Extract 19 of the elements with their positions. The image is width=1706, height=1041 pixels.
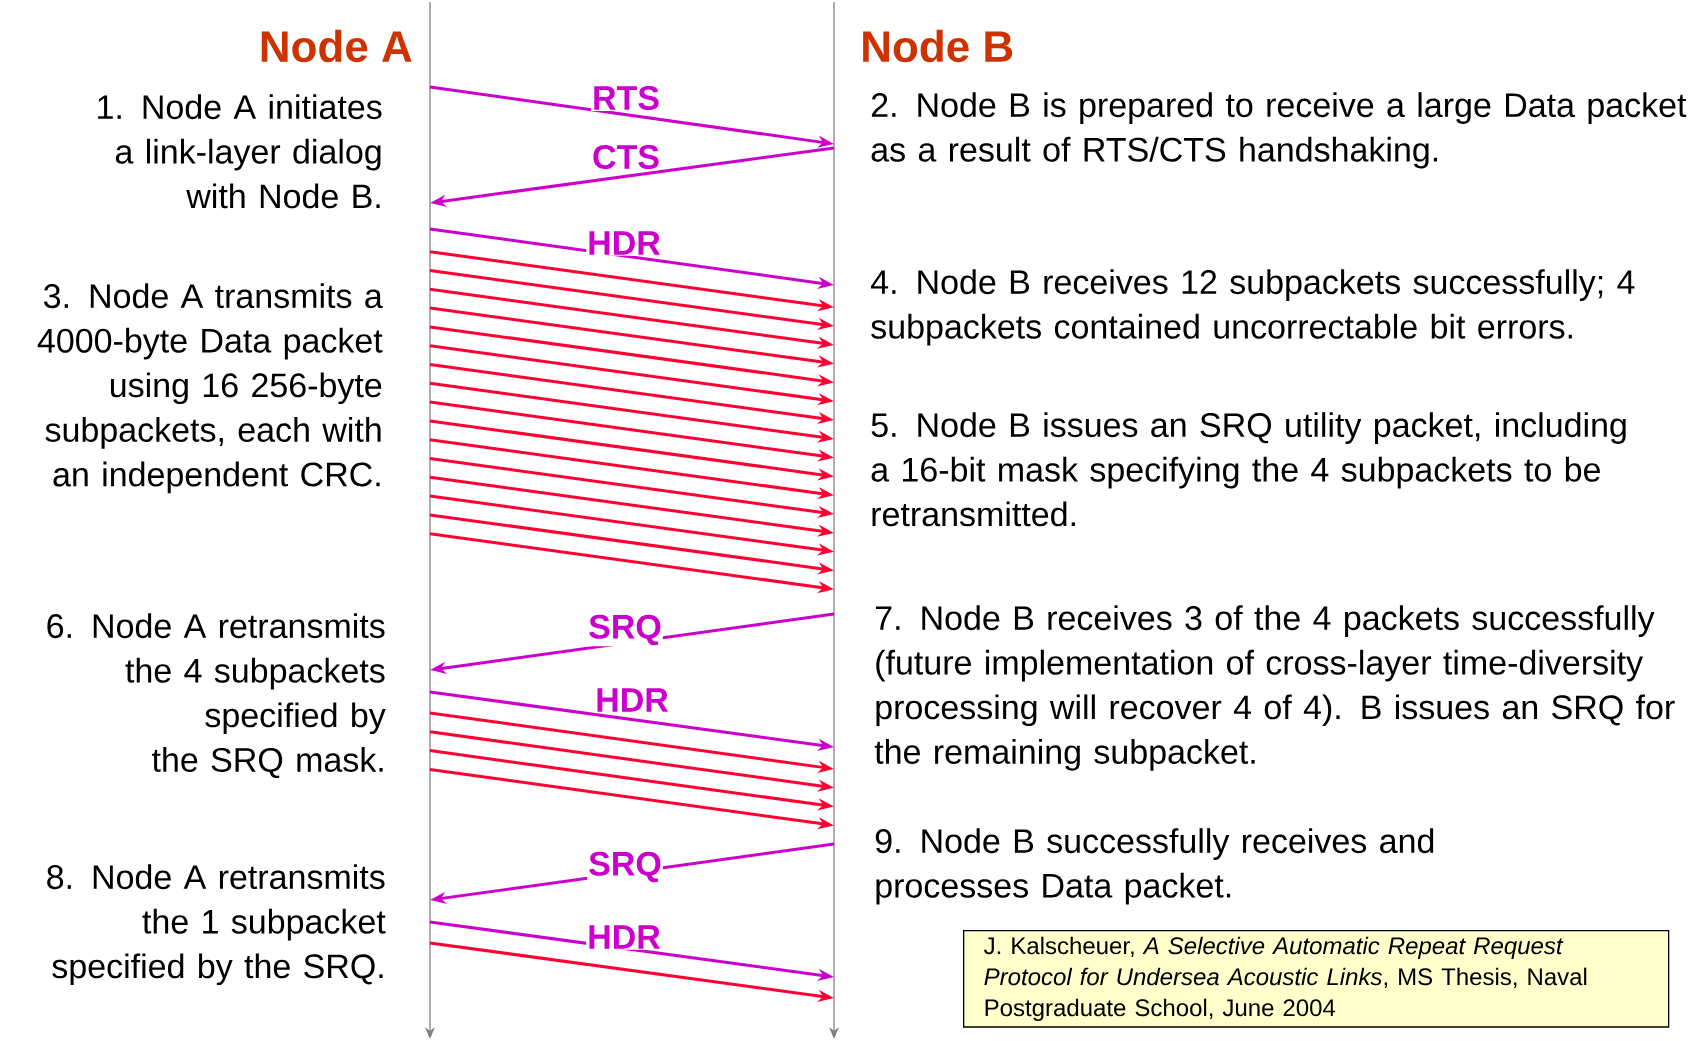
step-text: 5. Node B issues an SRQ utility packet, including a 16-bit mask specifying the 4 subpackets to be retransmitted. xyxy=(871,412,1626,527)
step-text: 2. Node B is prepared to receive a large Data packet as a result of RTS/CTS handshaking. xyxy=(871,92,1687,169)
node-heading: Node B xyxy=(863,29,1013,63)
step-text: 1. Node A initiates a link-layer dialog with Node B. xyxy=(98,94,382,209)
step-text: 9. Node B successfully receives and processes Data packet. xyxy=(875,828,1434,905)
step-text: 4. Node B receives 12 subpackets successfully; 4 subpackets contained uncorrectable bit errors. xyxy=(871,269,1635,346)
step-text: 6. Node A retransmits the 4 subpackets specified by the SRQ mask. xyxy=(47,613,386,779)
step-text: 3. Node A transmits a 4000-byte Data packet using 16 256-byte subpackets, each with an independent CRC. xyxy=(37,283,383,494)
edge-label: HDR xyxy=(586,924,662,950)
edge-label: HDR xyxy=(586,230,662,256)
edge-label: HDR xyxy=(594,687,670,713)
edge-label: CTS xyxy=(591,143,661,171)
step-text: 8. Node A retransmits the 1 subpacket specified by the SRQ. xyxy=(47,864,386,986)
citation-box: J. Kalscheuer, A Selective Automatic Repeat Request Protocol for Undersea Acoustic Links, MS Thesis, Naval Postgraduate School, June 2004 xyxy=(963,930,1670,1028)
edge-label: RTS xyxy=(591,84,661,112)
edge-label: SRQ xyxy=(587,850,663,884)
step-text: 7. Node B receives 3 of the 4 packets successfully (future implementation of cross-layer time-diversity processing will recover 4 of 4). B issues an SRQ for the remaining subpacket. xyxy=(874,605,1675,771)
edge-label: SRQ xyxy=(587,613,663,647)
node-heading: Node A xyxy=(261,29,412,63)
